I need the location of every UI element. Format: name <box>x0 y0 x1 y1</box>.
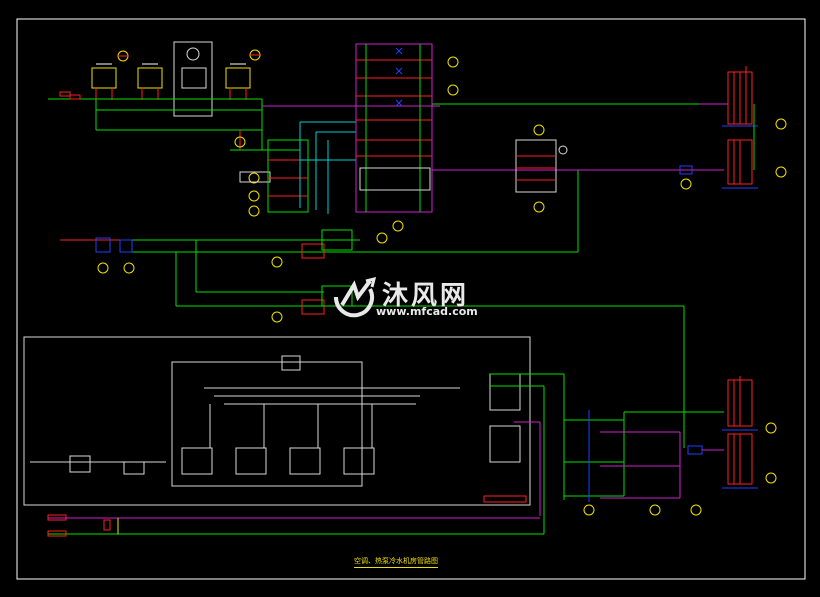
watermark-logo-icon <box>333 276 377 318</box>
lower-distribution <box>489 373 724 534</box>
cooling-tower-2 <box>137 63 163 100</box>
chiller-room <box>23 336 531 506</box>
drawing-border <box>16 18 806 580</box>
cooling-tower-1 <box>91 63 117 100</box>
heat-exchanger-top <box>679 66 787 190</box>
watermark-url: www.mfcad.com <box>376 305 478 318</box>
cooling-tower-3 <box>173 41 213 117</box>
bottom-return-pipes <box>47 514 544 537</box>
cooling-tower-4 <box>225 63 251 100</box>
cooling-tower-group <box>91 41 261 117</box>
drawing-caption: 空调、热泵冷水机房管路图 <box>354 556 438 568</box>
distribution-manifold <box>515 124 568 213</box>
pump-group-top <box>234 121 356 217</box>
heat-exchanger-bottom <box>722 376 777 489</box>
chiller-column <box>355 43 459 244</box>
tower-header-pipes <box>48 98 440 151</box>
watermark: 沐风网 www.mfcad.com <box>330 275 500 325</box>
watermark-title: 沐风网 <box>382 281 470 311</box>
